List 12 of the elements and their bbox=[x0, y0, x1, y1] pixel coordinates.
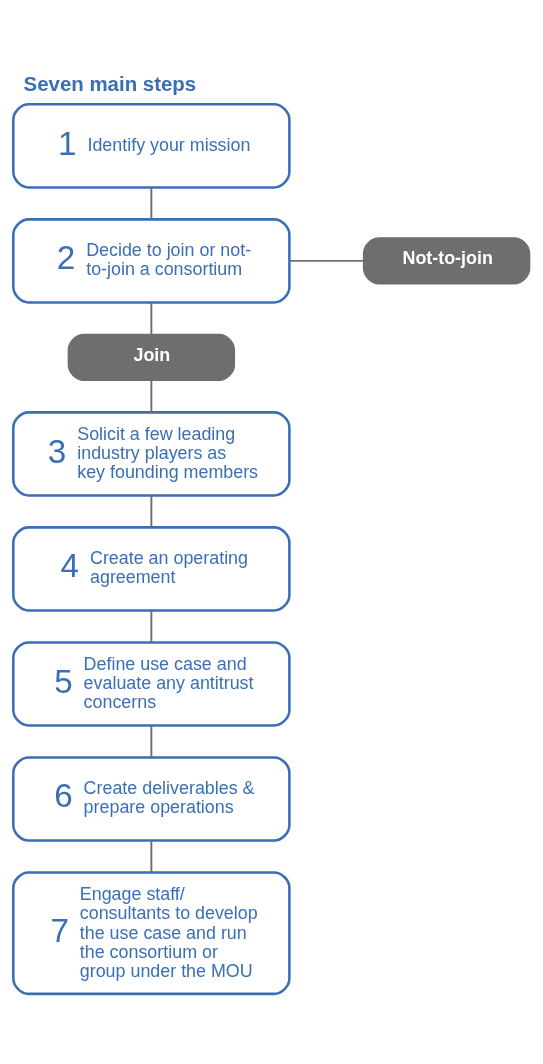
node-box: Join bbox=[67, 333, 236, 381]
connector bbox=[150, 494, 153, 528]
connector bbox=[150, 724, 153, 758]
connector bbox=[150, 301, 153, 335]
node-box: 1 Identify your mission bbox=[12, 102, 291, 189]
node-box: Not-to-join bbox=[362, 236, 531, 285]
connector bbox=[288, 259, 365, 262]
connector bbox=[150, 839, 153, 873]
connector bbox=[150, 379, 153, 413]
connector bbox=[150, 186, 153, 220]
connector bbox=[150, 609, 153, 643]
diagram-title: Seven main steps bbox=[23, 71, 197, 95]
